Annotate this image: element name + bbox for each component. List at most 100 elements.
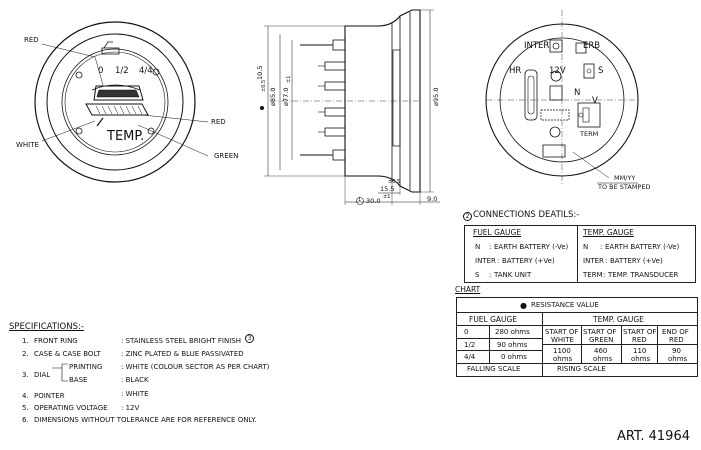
rear-inter-label: INTER: [524, 41, 550, 51]
table-vline: [657, 325, 658, 363]
fuel-row-key: N: [475, 243, 481, 251]
dim-30-tol: ±1: [383, 194, 391, 200]
dim-0-5-b: ±0.5: [388, 179, 401, 185]
dim-30: 30.0: [366, 197, 381, 205]
spec-value2: : BLACK: [121, 376, 149, 384]
spec-name: CASE & CASE BOLT: [34, 350, 101, 358]
fuel-val: 280 ohms: [495, 328, 530, 336]
rising-scale-label: RISING SCALE: [557, 365, 606, 373]
temp-col-h1: START OF: [623, 328, 657, 336]
table-hline: [457, 363, 697, 364]
spec-sub2: BASE: [69, 376, 88, 384]
spec-sub1: PRINTING: [69, 363, 103, 371]
fuel-row-key: INTER: [475, 257, 496, 265]
table-vline: [489, 325, 490, 363]
temp-row-key: TERM: [583, 271, 603, 279]
chart-label: CHART: [455, 285, 481, 294]
spec-name: FRONT RING: [34, 337, 78, 345]
label-white: WHITE: [16, 141, 39, 149]
connections-divider: [577, 226, 578, 282]
table-hline: [457, 325, 697, 326]
spec-value: : ZINC PLATED & BLUE PASSIVATED: [121, 350, 244, 358]
temp-col-h2: WHITE: [551, 336, 574, 344]
resistance-table: ● RESISTANCE VALUE FUEL GAUGE TEMP. GAUG…: [456, 297, 698, 377]
fuel-row-key: S: [475, 271, 480, 279]
table-vline: [621, 325, 622, 363]
chart-temp-header: TEMP. GAUGE: [593, 315, 644, 324]
spec-num: 3.: [22, 371, 29, 379]
spec-num: 2.: [22, 350, 29, 358]
temp-col-v2: ohms: [668, 355, 688, 363]
rear-stamped-label: TO BE STAMPED: [598, 183, 651, 191]
table-hline: [457, 312, 697, 313]
fuel-row-text: EARTH BATTERY (-Ve): [494, 243, 569, 251]
spec-value: : 12V: [121, 404, 140, 412]
rear-mm-yy-label: MM/YY: [614, 174, 636, 182]
temp-col-h2: GREEN: [589, 336, 614, 344]
fuel-row-sep: :: [489, 243, 492, 251]
spec-num: 1.: [22, 337, 29, 345]
spec-value1: : WHITE (COLOUR SECTOR AS PER CHART): [121, 363, 270, 371]
fuel-row-text: BATTERY (+Ve): [502, 257, 555, 265]
fuel-pos: 0: [464, 328, 469, 336]
label-green: GREEN: [214, 152, 239, 160]
fuel-row-text: TANK UNIT: [494, 271, 532, 279]
spec-num: 6.: [22, 416, 29, 424]
connections-table: FUEL GAUGE TEMP. GAUGE N : EARTH BATTERY…: [464, 225, 696, 283]
rear-erb-label: ERB: [583, 41, 601, 51]
spec-name: DIAL: [34, 371, 51, 379]
connections-title-mark: 2: [463, 212, 472, 221]
temp-row-key: INTER: [583, 257, 604, 265]
fuel-pos: 4/4: [464, 353, 476, 361]
fuel-val: 90 ohms: [497, 341, 528, 349]
temp-col-h2: RED: [669, 336, 684, 344]
temp-col-v1: 110: [633, 347, 647, 355]
scale-0-label: 0: [98, 66, 104, 76]
spec-value: : WHITE: [121, 390, 149, 398]
spec-name: DIMENSIONS WITHOUT TOLERANCE ARE FOR REF…: [34, 416, 257, 424]
spec-num: 5.: [22, 404, 29, 412]
fuel-val: 0 ohms: [501, 353, 527, 361]
resistance-title: RESISTANCE VALUE: [531, 301, 599, 309]
rear-12v-label: 12V: [549, 66, 566, 76]
temp-col-v2: ohms: [593, 355, 613, 363]
table-vline: [581, 325, 582, 363]
rear-term-label: TERM: [580, 130, 599, 138]
temp-col-v1: 90: [672, 347, 681, 355]
temp-col-h1: END OF: [662, 328, 689, 336]
temp-label: TEMP.: [107, 129, 145, 144]
scale-full-label: 4/4: [139, 66, 153, 76]
table-hline: [542, 344, 697, 345]
dim-30-mark: 1: [358, 197, 362, 203]
fuel-row-sep: :: [497, 257, 500, 265]
rear-n-label: N: [574, 88, 581, 98]
connections-temp-header: TEMP. GAUGE: [583, 228, 634, 237]
table-hline: [457, 338, 542, 339]
spec-value: : STAINLESS STEEL BRIGHT FINISH: [121, 337, 241, 345]
label-red-left: RED: [24, 36, 39, 44]
temp-col-h1: START OF: [545, 328, 579, 336]
rear-s-label: S: [598, 66, 604, 76]
rear-hr-label: HR: [509, 66, 522, 76]
table-vline: [542, 312, 543, 376]
dim-9: 9.0: [427, 195, 438, 203]
temp-col-h1: START OF: [583, 328, 617, 336]
temp-row-text: EARTH BATTERY (-Ve): [605, 243, 680, 251]
spec-mark: 3: [245, 334, 254, 343]
temp-col-h2: RED: [632, 336, 647, 344]
falling-scale-label: FALLING SCALE: [467, 365, 521, 373]
temp-col-v1: 1100: [553, 347, 571, 355]
spec-name: OPERATING VOLTAGE: [34, 404, 108, 412]
temp-row-text: BATTERY (+Ve): [610, 257, 663, 265]
temp-col-v1: 460: [594, 347, 608, 355]
fuel-row-sep: :: [489, 271, 492, 279]
spec-num: 4.: [22, 392, 29, 400]
resistance-bullet: ●: [520, 301, 527, 310]
temp-col-v2: ohms: [631, 355, 651, 363]
specifications-title: SPECIFICATIONS:-: [9, 322, 84, 332]
article-number: ART. 41964: [617, 429, 690, 444]
